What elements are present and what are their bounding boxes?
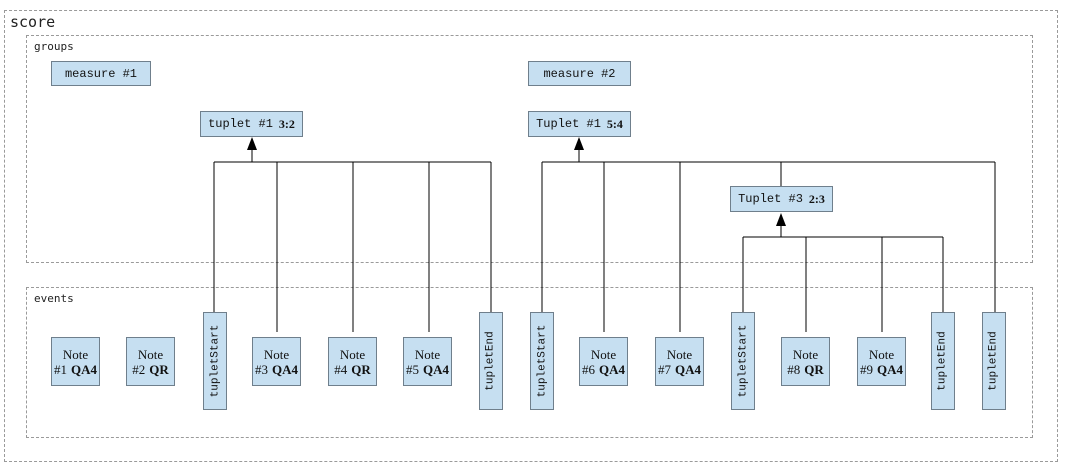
measure-2-label: measure #2: [543, 66, 616, 81]
events-frame: [26, 287, 1033, 438]
note-5-title: Note: [414, 347, 441, 362]
note-4-title: Note: [339, 347, 366, 362]
tuplet-3-ratio: 2:3: [808, 191, 825, 206]
tuplet-1-3-2-box: tuplet #1 3:2: [200, 111, 303, 137]
tuplet-end-3-label: tupletEnd: [988, 331, 1001, 391]
note-5-value: QA4: [423, 362, 449, 377]
note-1-title: Note: [62, 347, 89, 362]
tuplet-start-3-box: tupletStart: [731, 312, 755, 410]
note-1-number: #1: [54, 362, 67, 377]
measure-2-box: measure #2: [528, 61, 631, 86]
note-5-box: Note #5 QA4: [403, 337, 452, 386]
note-8-title: Note: [792, 347, 819, 362]
note-3-box: Note #3 QA4: [252, 337, 301, 386]
tuplet-start-1-label: tupletStart: [209, 324, 221, 398]
note-9-title: Note: [868, 347, 895, 362]
note-3-title: Note: [263, 347, 290, 362]
tuplet-end-2-box: tupletEnd: [931, 312, 955, 410]
measure-1-box: measure #1: [51, 61, 151, 86]
note-8-value: QR: [804, 362, 824, 377]
note-6-value: QA4: [599, 362, 625, 377]
tuplet-1-name: tuplet #1: [208, 117, 273, 131]
score-frame: [4, 10, 1058, 462]
note-1-value: QA4: [71, 362, 97, 377]
note-3-value: QA4: [272, 362, 298, 377]
tuplet-end-3-box: tupletEnd: [982, 312, 1006, 410]
note-9-box: Note #9 QA4: [857, 337, 906, 386]
note-2-number: #2: [132, 362, 146, 377]
note-3-number: #3: [255, 362, 268, 377]
note-6-title: Note: [590, 347, 617, 362]
tuplet-end-1-box: tupletEnd: [479, 312, 503, 410]
measure-1-label: measure #1: [64, 66, 137, 81]
note-9-value: QA4: [877, 362, 903, 377]
groups-label: groups: [34, 40, 74, 53]
tuplet-end-1-label: tupletEnd: [485, 331, 498, 391]
note-2-value: QR: [149, 362, 169, 377]
note-9-number: #9: [860, 362, 873, 377]
note-6-number: #6: [582, 362, 595, 377]
tuplet-end-2-label: tupletEnd: [937, 331, 950, 391]
tuplet-start-3-label: tupletStart: [737, 324, 749, 398]
groups-frame: [26, 35, 1033, 263]
tuplet-1b-ratio: 5:4: [606, 116, 623, 131]
note-7-value: QA4: [675, 362, 701, 377]
tuplet-3-name: Tuplet #3: [738, 192, 803, 206]
note-4-number: #4: [334, 362, 348, 377]
note-4-value: QR: [351, 362, 371, 377]
note-7-box: Note #7 QA4: [655, 337, 704, 386]
tuplet-1-ratio: 3:2: [278, 116, 295, 131]
tuplet-start-1-box: tupletStart: [203, 312, 227, 410]
note-1-box: Note #1 QA4: [51, 337, 100, 386]
tuplet-1-5-4-box: Tuplet #1 5:4: [528, 111, 631, 137]
note-7-number: #7: [658, 362, 671, 377]
score-label: score: [10, 13, 56, 31]
note-7-title: Note: [666, 347, 693, 362]
tuplet-start-2-box: tupletStart: [530, 312, 554, 410]
note-2-title: Note: [137, 347, 164, 362]
note-5-number: #5: [406, 362, 419, 377]
tuplet-1b-name: Tuplet #1: [536, 117, 601, 131]
tuplet-start-2-label: tupletStart: [536, 324, 548, 398]
note-6-box: Note #6 QA4: [579, 337, 628, 386]
tuplet-3-2-3-box: Tuplet #3 2:3: [730, 186, 833, 212]
note-8-number: #8: [787, 362, 801, 377]
events-label: events: [34, 292, 74, 305]
